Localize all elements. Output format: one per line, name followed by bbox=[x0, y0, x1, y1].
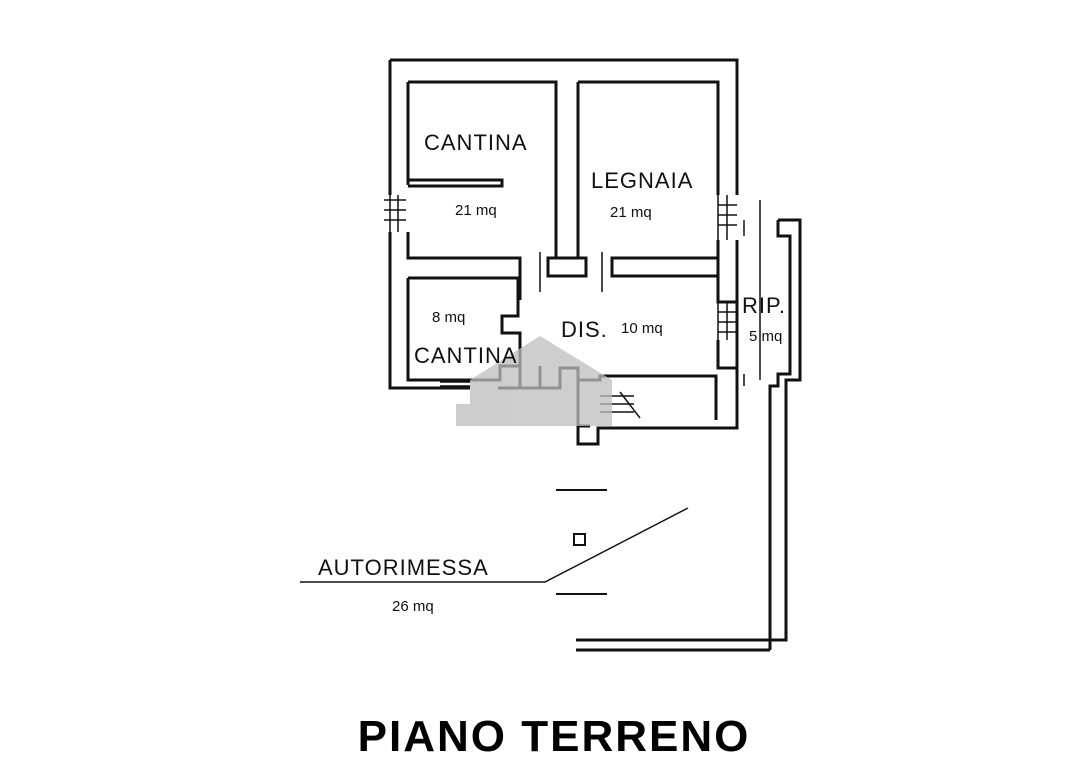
window-mark bbox=[440, 381, 470, 387]
door-marks bbox=[717, 195, 737, 240]
room-area-dis: 10 mq bbox=[621, 320, 663, 337]
room-name-cantina-small: CANTINA bbox=[414, 343, 518, 368]
column bbox=[546, 256, 588, 278]
garage-column bbox=[573, 533, 586, 546]
room-area-cantina-large: 21 mq bbox=[455, 202, 497, 219]
rip-wall bbox=[576, 218, 802, 652]
room-name-dis: DIS. bbox=[561, 317, 608, 342]
room-area-cantina-small: 8 mq bbox=[432, 309, 465, 326]
partition-wall bbox=[408, 178, 504, 188]
stair-lines bbox=[600, 391, 641, 419]
room-name-legnaia: LEGNAIA bbox=[591, 168, 693, 193]
door-marks bbox=[384, 195, 406, 232]
garage-line bbox=[556, 489, 607, 595]
door-marks bbox=[539, 252, 603, 292]
room-name-autorimessa: AUTORIMESSA bbox=[318, 555, 489, 580]
room-area-legnaia: 21 mq bbox=[610, 204, 652, 221]
outer-wall bbox=[388, 58, 739, 390]
room-name-rip: RIP. bbox=[742, 293, 786, 318]
inner-wall-line bbox=[406, 80, 720, 300]
door-marks bbox=[717, 302, 737, 340]
garage-leader bbox=[300, 507, 689, 583]
rip-door bbox=[743, 200, 761, 386]
house-watermark-icon bbox=[456, 336, 612, 426]
partition-wall bbox=[610, 256, 720, 278]
room-name-cantina-large: CANTINA bbox=[424, 130, 528, 155]
room-area-rip: 5 mq bbox=[749, 328, 782, 345]
room-area-autorimessa: 26 mq bbox=[392, 598, 434, 615]
plan-title: PIANO TERRENO bbox=[358, 712, 751, 761]
